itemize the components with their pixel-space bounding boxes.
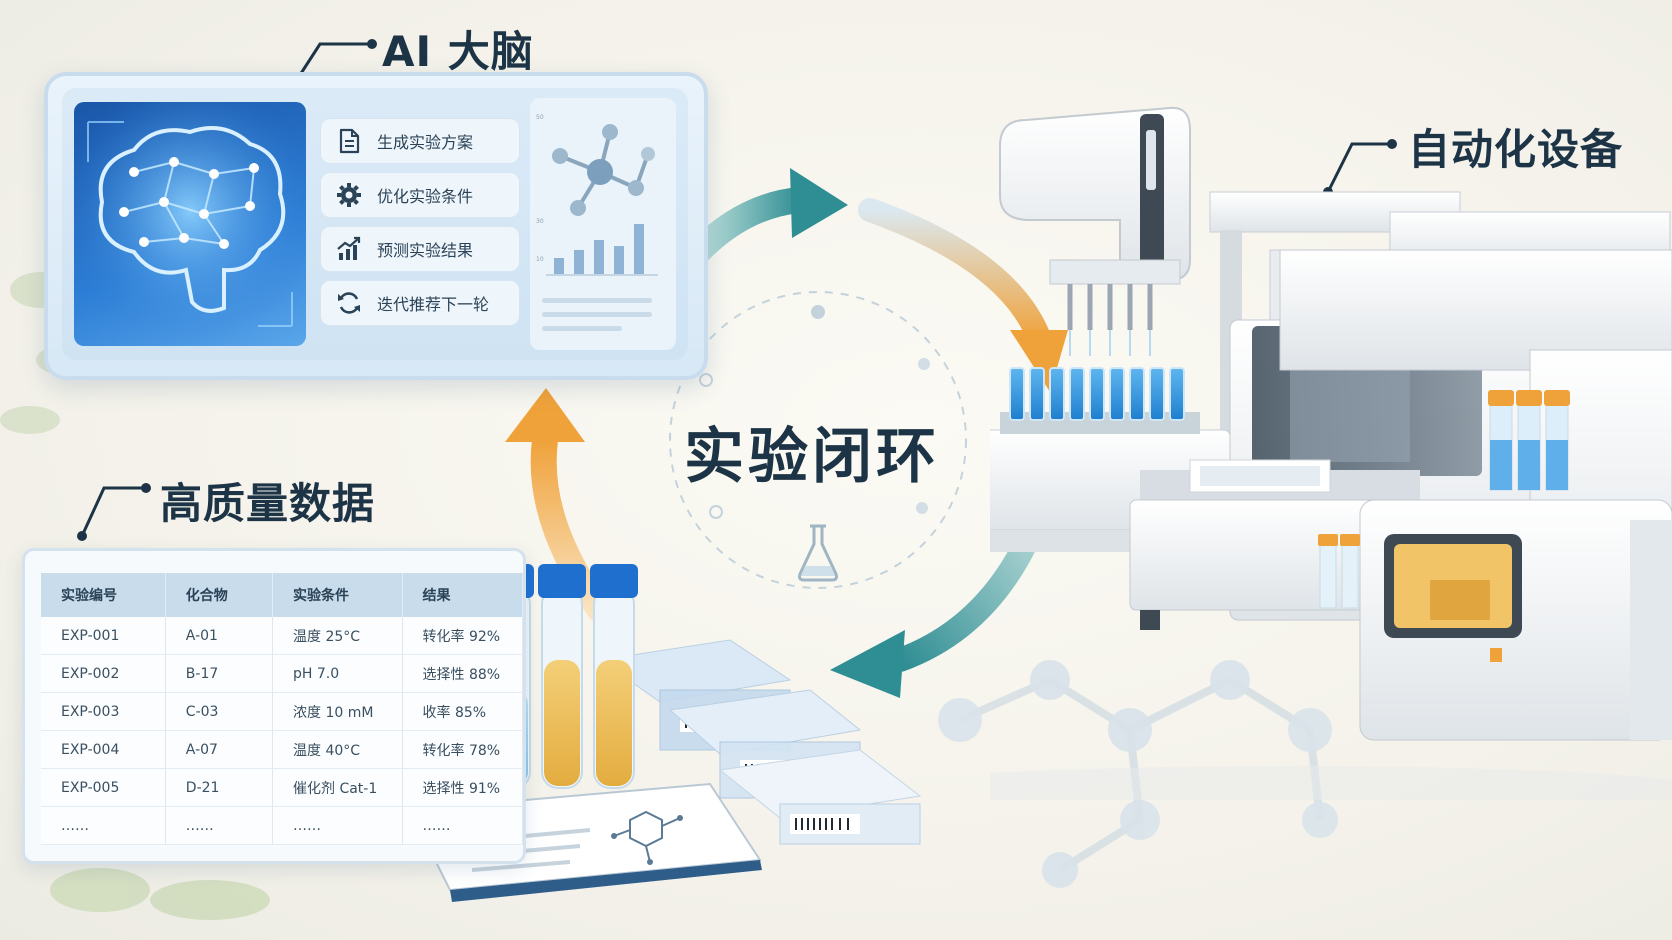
table-row: EXP-002 B-17 pH 7.0 选择性 88%: [41, 654, 523, 693]
menu-item-label: 迭代推荐下一轮: [377, 295, 490, 314]
molecule-icon: [552, 124, 655, 216]
table-header-row: 实验编号 化合物 实验条件 结果: [41, 573, 523, 617]
table-cell: ……: [165, 806, 274, 845]
table-cell: EXP-005: [41, 768, 166, 807]
arrow-ai-to-equipment: [687, 187, 813, 263]
mini-chart-panel: 50 30 10: [530, 98, 676, 350]
table-cell: EXP-001: [41, 617, 166, 655]
table-cell: EXP-004: [41, 730, 166, 769]
column-header: 化合物: [165, 573, 274, 617]
table-cell: 温度 40°C: [272, 730, 403, 769]
callout-leader-line: [77, 483, 151, 541]
table-cell: 选择性 91%: [402, 768, 523, 807]
data-heading: 高质量数据: [160, 479, 376, 528]
gear-icon: [337, 183, 361, 207]
chart-tick: 30: [536, 218, 544, 225]
table-cell: A-07: [165, 730, 274, 769]
table-cell: EXP-002: [41, 654, 166, 693]
menu-item-iterate-next-round[interactable]: 迭代推荐下一轮: [320, 280, 520, 326]
blurred-plant-decoration: [50, 868, 270, 920]
table-cell: ……: [402, 806, 523, 845]
flask-icon: [798, 524, 838, 582]
table-cell: 浓度 10 mM: [272, 692, 403, 731]
ai-brain-panel: 生成实验方案 优化实验条件 预测实验结果: [44, 72, 708, 380]
background-molecule-decoration: [938, 660, 1338, 888]
table-cell: B-17: [165, 654, 274, 693]
menu-item-label: 生成实验方案: [377, 133, 474, 152]
table-cell: ……: [41, 806, 166, 845]
arrow-equipment-down: [858, 198, 1052, 352]
chart-line-placeholder: [542, 298, 652, 303]
table-row: EXP-005 D-21 催化剂 Cat-1 选择性 91%: [41, 768, 523, 807]
refresh-icon: [338, 292, 360, 314]
table-cell: 温度 25°C: [272, 617, 403, 655]
table-cell: 收率 85%: [402, 692, 523, 731]
arrow-head: [830, 630, 905, 698]
experiment-data-table: 实验编号 化合物 实验条件 结果 EXP-001 A-01 温度 25°C 转化…: [41, 573, 523, 845]
table-cell: 转化率 78%: [402, 730, 523, 769]
cycle-center-title: 实验闭环: [684, 422, 940, 492]
chart-line-placeholder: [542, 312, 652, 317]
column-header: 实验编号: [41, 573, 166, 617]
table-cell: 选择性 88%: [402, 654, 523, 693]
table-cell: 转化率 92%: [402, 617, 523, 655]
chart-tick: 10: [536, 256, 544, 263]
brain-visual: [74, 102, 306, 346]
document-icon: [339, 128, 360, 154]
chart-tick: 50: [536, 114, 544, 121]
ai-brain-heading: AI 大脑: [382, 27, 534, 76]
table-cell: ……: [272, 806, 403, 845]
table-row: EXP-001 A-01 温度 25°C 转化率 92%: [41, 617, 523, 655]
table-row: EXP-003 C-03 浓度 10 mM 收率 85%: [41, 692, 523, 731]
ai-screen: 生成实验方案 优化实验条件 预测实验结果: [62, 88, 688, 360]
table-cell: D-21: [165, 768, 274, 807]
column-header: 实验条件: [272, 573, 403, 617]
menu-item-optimize-conditions[interactable]: 优化实验条件: [320, 172, 520, 218]
menu-item-label: 优化实验条件: [377, 187, 474, 206]
table-cell: pH 7.0: [272, 654, 403, 693]
menu-item-generate-plan[interactable]: 生成实验方案: [320, 118, 520, 164]
dashed-cycle-ring: [669, 291, 967, 589]
table-cell: A-01: [165, 617, 274, 655]
arrow-head: [790, 168, 848, 238]
table-cell: C-03: [165, 692, 274, 731]
chart-line-placeholder: [542, 326, 622, 331]
experiment-data-table-panel: 实验编号 化合物 实验条件 结果 EXP-001 A-01 温度 25°C 转化…: [22, 548, 526, 864]
menu-item-predict-results[interactable]: 预测实验结果: [320, 226, 520, 272]
trend-chart-icon: [337, 236, 361, 260]
table-cell: EXP-003: [41, 692, 166, 731]
automation-heading: 自动化设备: [1408, 125, 1624, 174]
column-header: 结果: [402, 573, 523, 617]
brain-icon: [74, 102, 306, 346]
menu-item-label: 预测实验结果: [377, 241, 474, 260]
table-row: EXP-004 A-07 温度 40°C 转化率 78%: [41, 730, 523, 769]
bar-chart-icon: [546, 224, 658, 276]
arrow-head: [505, 388, 585, 442]
table-cell: 催化剂 Cat-1: [272, 768, 403, 807]
automation-equipment-illustration: [990, 106, 1672, 800]
table-row: …… …… …… ……: [41, 806, 523, 845]
